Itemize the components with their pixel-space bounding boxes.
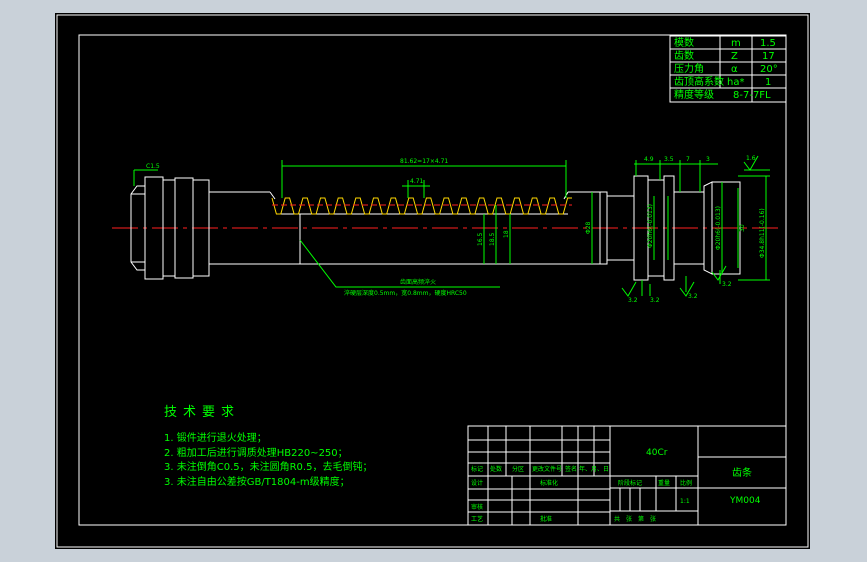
dim-dia-right: Φ34.8h11(-0.16) (759, 208, 766, 258)
title-scale: 1:1 (680, 498, 690, 505)
dim-right-top-3: 7 (686, 156, 690, 163)
title-rev-h3: 更改文件号 (532, 465, 562, 473)
dim-right-roughness: 1.6 (746, 155, 756, 162)
rough-bottom-4: 3.2 (722, 281, 732, 288)
title-approve: 批准 (540, 515, 552, 523)
outer-border (56, 14, 809, 548)
requirements-title: 技术要求 (164, 405, 240, 420)
dim-pitch: 4.71 (410, 178, 424, 185)
requirement-item-1: 1. 锻件进行退火处理； (164, 431, 267, 444)
dim-diameter-mid: Φ28 (585, 221, 592, 234)
title-weight: 重量 (658, 479, 670, 487)
rack-teeth (271, 197, 572, 215)
requirement-item-4: 3. 未注自由公差按GB/T1804-m级精度； (164, 475, 350, 488)
rough-bottom-2: 3.2 (650, 297, 660, 304)
requirement-item-2: 2. 粗加工后进行调质处理HB220~250； (164, 446, 348, 459)
title-rev-h2: 分区 (512, 465, 524, 473)
param-value-1: 17 (762, 51, 775, 62)
dim-dia-30: 30 (739, 224, 746, 232)
param-symbol-0: m (731, 38, 741, 49)
param-label-2: 压力角 (674, 62, 704, 75)
param-value-3: 1 (765, 77, 771, 88)
title-rev-h1: 处数 (490, 465, 502, 473)
note-tooth-treatment-2: 淬硬层深度0.5mm，宽0.8mm，硬度HRC50 (344, 289, 467, 297)
param-value-0: 1.5 (760, 38, 776, 49)
title-design: 设计 (471, 479, 483, 487)
dim-right-top-2: 3.5 (664, 156, 674, 163)
title-standard: 标准化 (540, 479, 558, 487)
dim-right-top-4: 3 (706, 156, 710, 163)
requirement-item-3: 3. 未注倒角C0.5，未注圆角R0.5，去毛倒钝； (164, 460, 372, 473)
param-symbol-3: ha* (727, 77, 744, 88)
title-material: 40Cr (646, 448, 668, 458)
dim-height-1: 16.5 (477, 232, 484, 246)
title-stage: 阶段标记 (618, 479, 642, 487)
param-label-3: 齿顶高系数 (674, 75, 724, 88)
title-part-name: 齿条 (732, 466, 752, 479)
rough-bottom-3: 3.2 (688, 293, 698, 300)
dimension-lines (133, 155, 770, 297)
title-rev-h5: 年、月、日 (579, 465, 609, 473)
param-value-2: 20° (760, 64, 778, 75)
param-symbol-2: α (731, 64, 738, 75)
title-scale-label: 比例 (680, 479, 692, 487)
note-tooth-treatment-1: 齿面高频淬火 (400, 278, 436, 286)
title-block (467, 425, 787, 526)
param-label-1: 齿数 (674, 49, 694, 62)
inner-border (78, 34, 787, 526)
title-rev-h4: 签名 (565, 465, 577, 473)
rough-bottom-1: 3.2 (628, 297, 638, 304)
dim-bearing-2: Φ20h6(-0.013) (715, 206, 722, 250)
dim-chamfer-left: C1.5 (146, 163, 160, 170)
dim-bearing-1: Φ20h6(-0.013) (647, 204, 654, 248)
dim-right-top-1: 4.9 (644, 156, 654, 163)
dim-rack-length: 81.62=17×4.71 (400, 158, 448, 165)
param-label-0: 模数 (674, 36, 694, 49)
title-sheets: 共 张 第 张 (614, 515, 656, 523)
dim-height-3: 18 (503, 230, 510, 238)
title-review: 审核 (471, 503, 483, 511)
param-label-4: 精度等级 (674, 88, 714, 101)
title-drawing-no: YM004 (729, 496, 761, 506)
title-rev-h0: 标记 (471, 465, 483, 473)
param-symbol-1: Z (731, 51, 738, 62)
param-value-4: 8-7-7FL (733, 90, 771, 101)
dim-height-2: 18.5 (489, 232, 496, 246)
gear-parameter-table (669, 35, 787, 103)
title-process: 工艺 (471, 515, 483, 523)
